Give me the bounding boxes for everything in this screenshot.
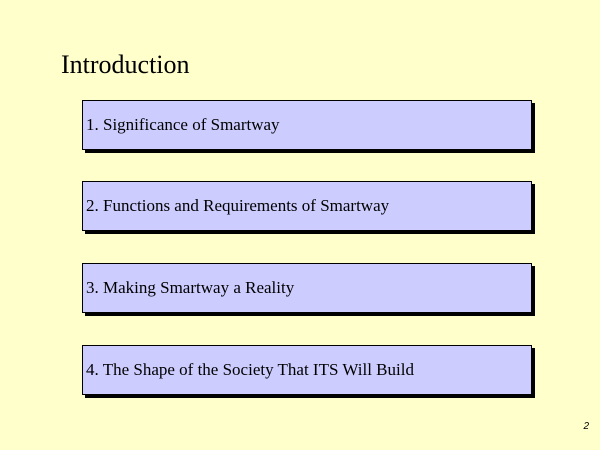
- agenda-item-label: 1. Significance of Smartway: [86, 115, 280, 134]
- agenda-item-label: 3. Making Smartway a Reality: [86, 278, 295, 297]
- agenda-item-3: 3. Making Smartway a Reality: [82, 263, 532, 313]
- agenda-item-label: 2. Functions and Requirements of Smartwa…: [86, 196, 390, 215]
- page-number: 2: [583, 421, 589, 432]
- agenda-item-label: 4. The Shape of the Society That ITS Wil…: [86, 360, 414, 379]
- agenda-item-2: 2. Functions and Requirements of Smartwa…: [82, 181, 532, 231]
- agenda-item-4: 4. The Shape of the Society That ITS Wil…: [82, 345, 532, 395]
- agenda-item-1: 1. Significance of Smartway: [82, 100, 532, 150]
- slide-title: Introduction: [61, 50, 190, 79]
